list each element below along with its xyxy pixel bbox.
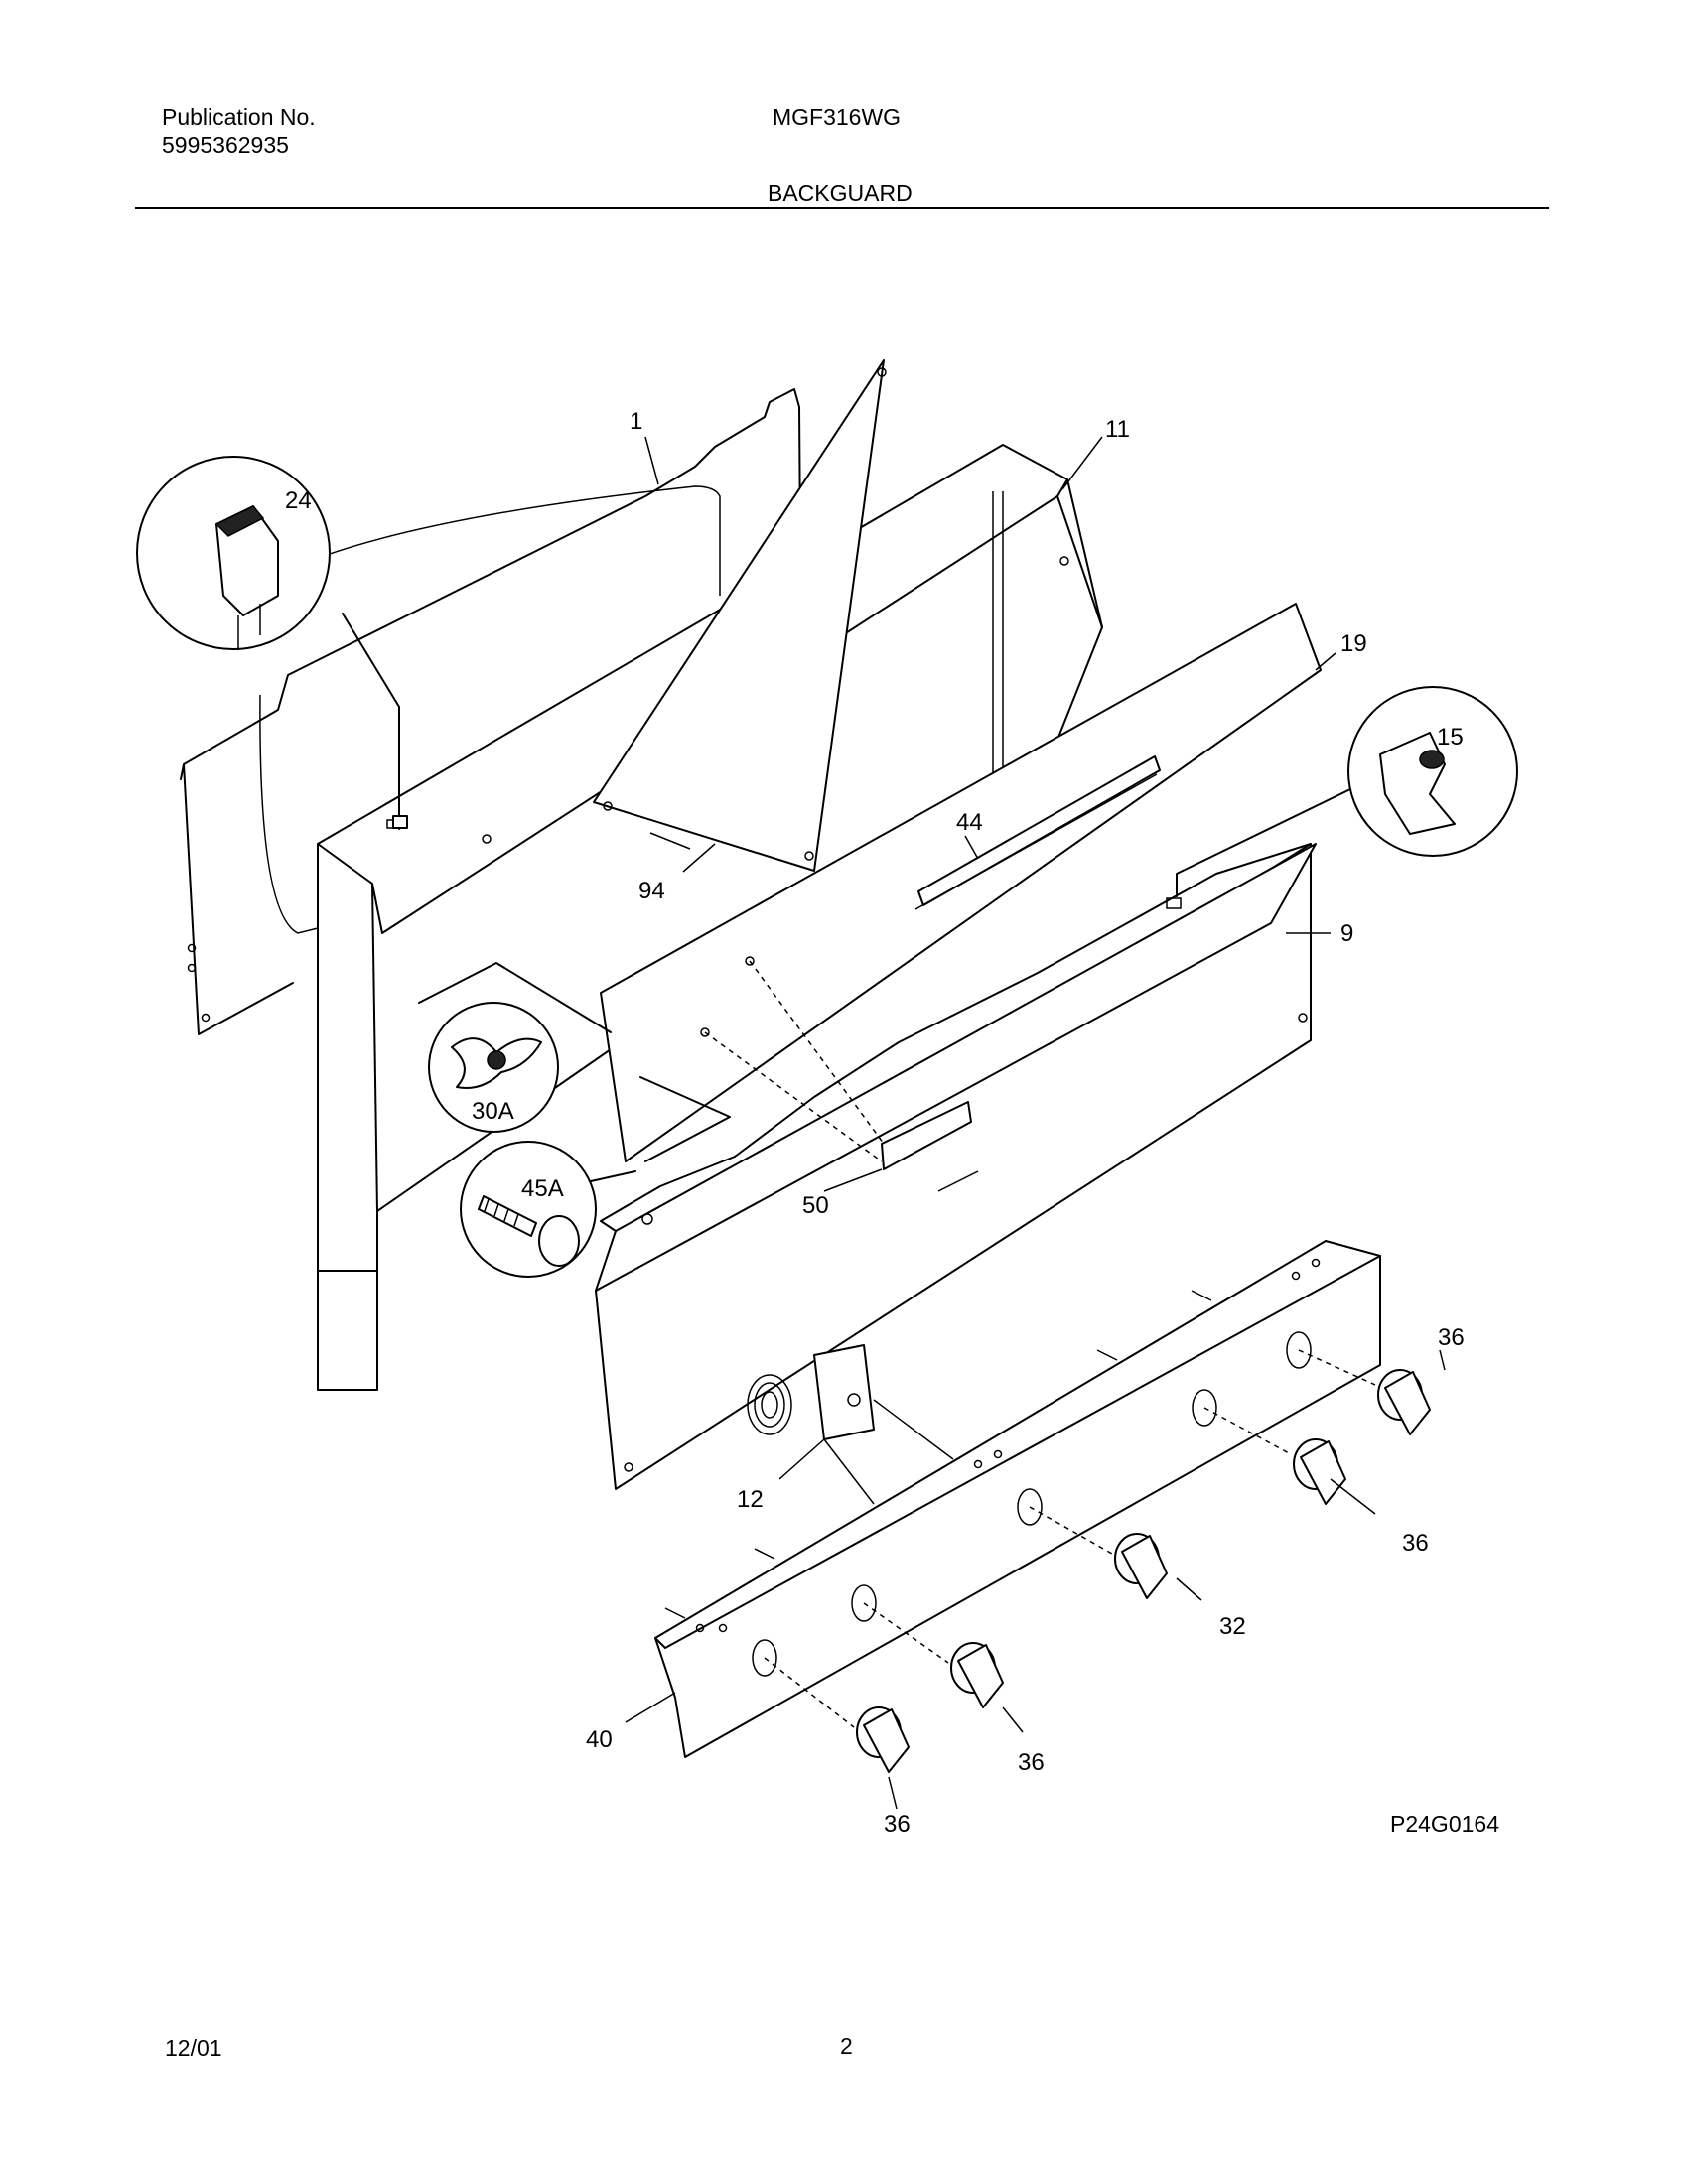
publication-label: Publication No. [162, 104, 316, 130]
callout-12: 12 [737, 1486, 764, 1513]
callout-9: 9 [1340, 920, 1353, 947]
callout-24: 24 [285, 487, 312, 514]
callout-32: 32 [1219, 1613, 1246, 1640]
part-40-manifold-panel [654, 1240, 1381, 1758]
callout-40: 40 [586, 1726, 613, 1753]
callout-19: 19 [1340, 630, 1367, 657]
figure-code: P24G0164 [1390, 1811, 1499, 1837]
callout-36-bottom: 36 [884, 1811, 911, 1838]
detail-30a-wing-nut [418, 962, 731, 1162]
callout-45a: 45A [521, 1175, 564, 1202]
part-9-control-panel [595, 843, 1317, 1490]
callout-36-top: 36 [1438, 1324, 1465, 1351]
control-knobs [764, 1349, 1431, 1773]
callout-1: 1 [630, 408, 642, 435]
callout-94: 94 [638, 878, 665, 904]
callout-36-right: 36 [1402, 1530, 1429, 1557]
knob-5 [1298, 1349, 1431, 1435]
knob-4 [1203, 1407, 1346, 1505]
detail-45a-bolt [460, 1141, 636, 1278]
part-1-rear-panel [180, 388, 801, 1035]
part-12-thermostat [747, 1344, 954, 1505]
part-50-bracket [704, 960, 972, 1170]
revision-date: 12/01 [165, 2035, 222, 2061]
knob-2 [863, 1602, 1004, 1708]
page-number: 2 [840, 2033, 853, 2059]
callout-15: 15 [1437, 724, 1464, 751]
callout-36-mid: 36 [1018, 1749, 1045, 1776]
part-94-shield [593, 359, 887, 872]
part-44-trim-strip [914, 755, 1161, 910]
knob-1 [764, 1657, 910, 1773]
model-number: MGF316WG [773, 104, 902, 130]
callout-30a: 30A [472, 1098, 514, 1125]
knob-3 [1029, 1506, 1168, 1599]
leader-lines [625, 436, 1446, 1810]
callout-11: 11 [1105, 416, 1130, 443]
detail-24-switch [136, 456, 408, 830]
callout-44: 44 [956, 809, 983, 836]
callout-50: 50 [802, 1192, 829, 1219]
publication-number: 5995362935 [162, 132, 289, 158]
detail-15-clip [1176, 686, 1518, 897]
header-rule [135, 207, 1549, 209]
section-title: BACKGUARD [768, 180, 913, 205]
callout-labels: 1 11 24 19 15 44 94 9 30A 45A 50 36 36 3… [285, 408, 1465, 1838]
